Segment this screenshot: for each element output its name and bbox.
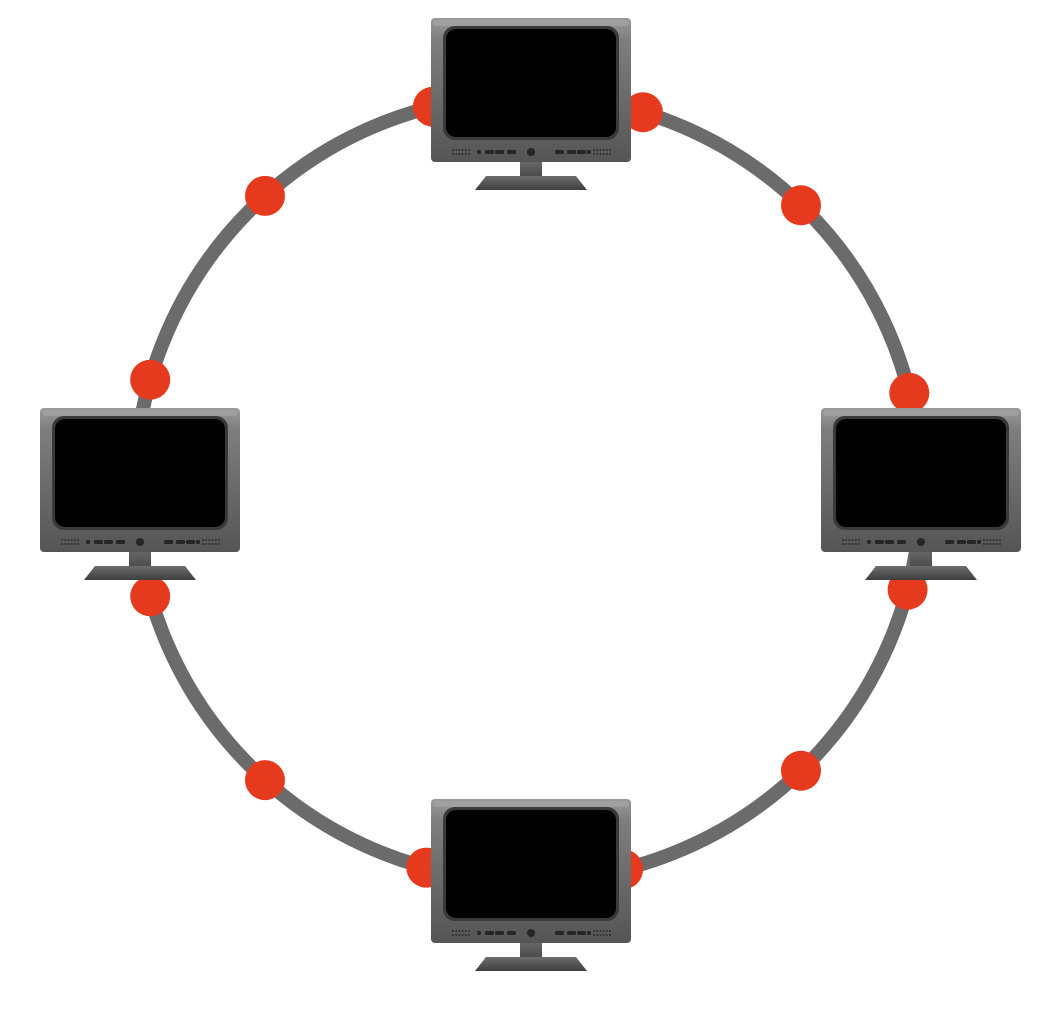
monitor-stand xyxy=(475,957,587,971)
monitor-controls xyxy=(842,538,1001,546)
monitor-screen xyxy=(55,419,225,527)
monitor-controls xyxy=(452,929,611,937)
power-button-icon xyxy=(527,148,535,156)
monitor-stand xyxy=(84,566,196,580)
monitor-controls xyxy=(61,538,220,546)
power-button-icon xyxy=(527,929,535,937)
monitor-controls xyxy=(452,148,611,156)
connection-dot xyxy=(245,760,285,801)
monitor-screen xyxy=(446,29,616,137)
computer-left xyxy=(40,408,240,580)
computer-top xyxy=(431,18,631,190)
connection-dot xyxy=(130,359,171,400)
monitor-icon xyxy=(40,408,240,580)
computer-bottom xyxy=(431,799,631,971)
connection-dot xyxy=(130,576,171,617)
monitor-stand xyxy=(475,176,587,190)
connection-dot xyxy=(245,175,285,216)
monitor-icon xyxy=(431,18,631,190)
connection-dot xyxy=(889,372,930,413)
power-button-icon xyxy=(136,538,144,546)
monitor-icon xyxy=(431,799,631,971)
connection-dots xyxy=(130,86,930,890)
computer-right xyxy=(821,408,1021,580)
monitor-screen xyxy=(836,419,1006,527)
power-button-icon xyxy=(917,538,925,546)
monitor-icon xyxy=(821,408,1021,580)
monitor-stand xyxy=(865,566,977,580)
connection-dot xyxy=(622,92,663,133)
connection-dot xyxy=(781,185,821,226)
connection-dot xyxy=(781,750,821,791)
monitor-screen xyxy=(446,810,616,918)
computers xyxy=(40,18,1021,971)
